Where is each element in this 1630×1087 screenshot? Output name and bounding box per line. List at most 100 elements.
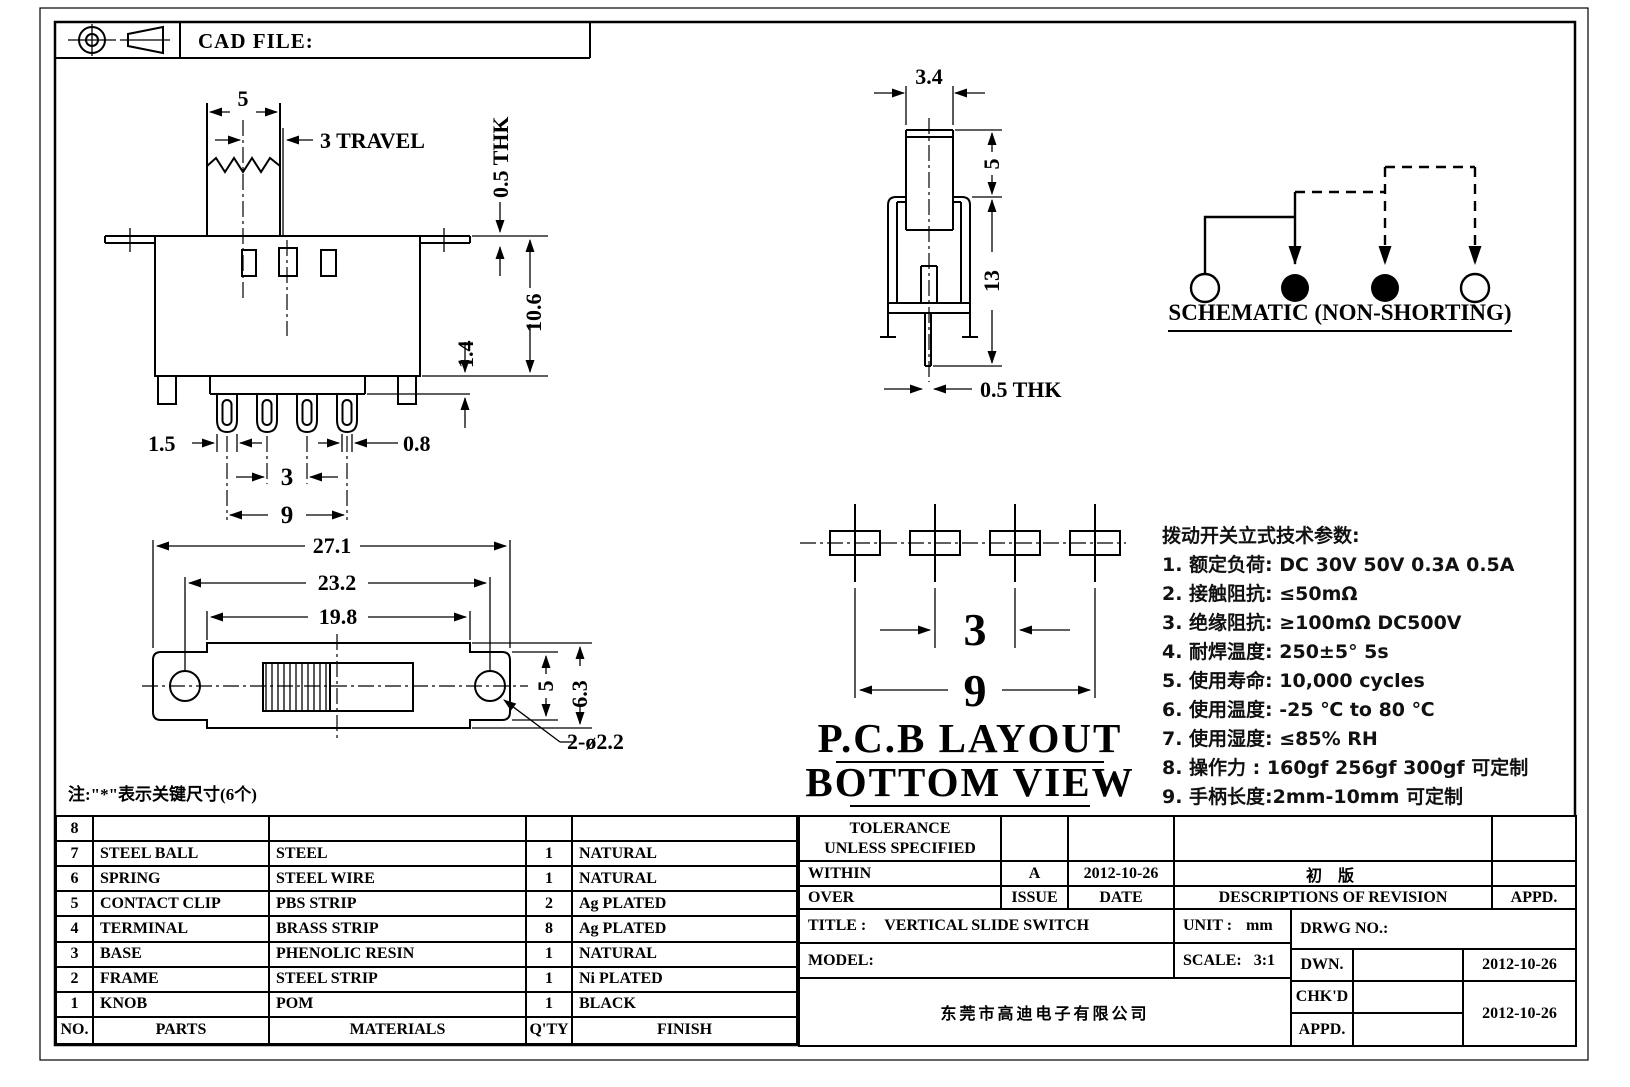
tech-param-item: 3. 绝缘阻抗: ≥100mΩ DC500V bbox=[1162, 612, 1462, 634]
tolerance-within: WITHIN bbox=[798, 860, 1002, 887]
parts-row-finish: NATURAL bbox=[573, 842, 796, 868]
chkd-date: 2012-10-26 bbox=[1462, 980, 1577, 1047]
tech-params-title: 拨动开关立式技术参数: bbox=[1162, 525, 1360, 547]
dim-body-height: 10.6 bbox=[521, 294, 546, 333]
parts-row-no: 1 bbox=[57, 992, 94, 1018]
parts-row-finish: NATURAL bbox=[573, 867, 796, 893]
dim-top-overall: 27.1 bbox=[313, 533, 352, 558]
tech-param-item: 4. 耐焊温度: 250±5° 5s bbox=[1162, 641, 1389, 663]
parts-row-qty: 8 bbox=[527, 917, 573, 943]
parts-row-part: FRAME bbox=[94, 967, 270, 993]
tolerance-line2: UNLESS SPECIFIED bbox=[824, 839, 976, 857]
key-dimension-note: 注:"*"表示关键尺寸(6个) bbox=[68, 785, 257, 804]
dim-terminal-thk: 0.8 bbox=[403, 431, 431, 456]
revision-date: 2012-10-26 bbox=[1067, 860, 1175, 887]
dim-top-base: 19.8 bbox=[319, 604, 358, 629]
cad-file-label: CAD FILE: bbox=[198, 29, 314, 53]
title-value: VERTICAL SLIDE SWITCH bbox=[884, 917, 1090, 934]
empty-cell bbox=[1491, 860, 1577, 887]
parts-row-no: 5 bbox=[57, 892, 94, 918]
title-label: TITLE : bbox=[808, 917, 867, 934]
unit-label: UNIT : bbox=[1183, 917, 1233, 934]
dim-plate: 1.4 bbox=[453, 341, 478, 369]
dwn-label: DWN. bbox=[1290, 948, 1354, 982]
dim-top-height-outer: 6.3 bbox=[567, 680, 592, 708]
parts-row-material: PBS STRIP bbox=[270, 892, 527, 918]
pcb-layout-view: 3 9 P.C.B LAYOUT BOTTOM VIEW bbox=[800, 504, 1133, 807]
parts-row-part bbox=[94, 817, 270, 843]
parts-row-qty: 1 bbox=[527, 942, 573, 968]
parts-header-parts: PARTS bbox=[94, 1017, 270, 1043]
empty-cell bbox=[1067, 815, 1175, 862]
chkd-label: CHK'D bbox=[1290, 980, 1354, 1014]
tech-param-item: 7. 使用湿度: ≤85% RH bbox=[1162, 728, 1378, 750]
tech-param-item: 8. 操作力 : 160gf 256gf 300gf 可定制 bbox=[1162, 757, 1529, 779]
model-cell: MODEL: bbox=[798, 942, 1175, 979]
parts-row-no: 6 bbox=[57, 867, 94, 893]
parts-table: 8 7 STEEL BALL STEEL 1 NATURAL 6 SPRING … bbox=[55, 815, 798, 1045]
parts-row-finish: Ag PLATED bbox=[573, 892, 796, 918]
parts-row-qty: 1 bbox=[527, 967, 573, 993]
dim-pcb-pitch: 3 bbox=[964, 604, 987, 655]
tolerance-cell: TOLERANCE UNLESS SPECIFIED bbox=[798, 815, 1002, 862]
empty-cell bbox=[1352, 1012, 1464, 1047]
parts-row-finish: BLACK bbox=[573, 993, 796, 1018]
parts-row-part: CONTACT CLIP bbox=[94, 892, 270, 918]
empty-cell bbox=[1352, 980, 1464, 1014]
parts-row-part: BASE bbox=[94, 942, 270, 968]
dim-side-knob-width: 3.4 bbox=[915, 64, 943, 89]
parts-header-no: NO. bbox=[57, 1017, 94, 1043]
dwn-date: 2012-10-26 bbox=[1462, 948, 1577, 982]
dim-span: 9 bbox=[281, 502, 294, 529]
parts-row-material: STEEL WIRE bbox=[270, 867, 527, 893]
unit-value: mm bbox=[1246, 917, 1273, 934]
parts-row-material: STEEL bbox=[270, 842, 527, 868]
front-view: 5 3 TRAVEL bbox=[104, 86, 548, 529]
tech-param-item: 1. 额定负荷: DC 30V 50V 0.3A 0.5A bbox=[1162, 554, 1515, 576]
scale-value: 3:1 bbox=[1253, 951, 1276, 969]
appd-label: APPD. bbox=[1491, 885, 1577, 910]
parts-row-part: TERMINAL bbox=[94, 917, 270, 943]
revision-issue: A bbox=[1000, 860, 1069, 887]
tech-param-item: 2. 接触阻抗: ≤50mΩ bbox=[1162, 583, 1358, 605]
projection-symbol-icon bbox=[68, 24, 170, 56]
parts-row-no: 4 bbox=[57, 917, 94, 943]
parts-row-material: BRASS STRIP bbox=[270, 917, 527, 943]
parts-row-qty: 1 bbox=[527, 842, 573, 868]
tolerance-over: OVER bbox=[798, 885, 1002, 910]
scale-label: SCALE: bbox=[1183, 951, 1242, 969]
parts-header-materials: MATERIALS bbox=[270, 1017, 527, 1043]
parts-row-part: SPRING bbox=[94, 867, 270, 893]
dim-flange-thk: 0.5 THK bbox=[488, 116, 513, 198]
tolerance-line1: TOLERANCE bbox=[849, 819, 951, 837]
empty-cell bbox=[1000, 815, 1069, 862]
unit-cell: UNIT : mm bbox=[1173, 908, 1292, 944]
dim-terminal-width: 1.5 bbox=[148, 431, 176, 456]
date-label: DATE bbox=[1067, 885, 1175, 910]
dim-hole-note: 2-ø2.2 bbox=[567, 729, 624, 754]
parts-row-material: STEEL STRIP bbox=[270, 967, 527, 993]
scale-cell: SCALE: 3:1 bbox=[1173, 942, 1292, 979]
tech-param-item: 9. 手柄长度:2mm-10mm 可定制 bbox=[1162, 786, 1464, 808]
parts-row-material: POM bbox=[270, 992, 527, 1018]
parts-header-qty: Q'TY bbox=[527, 1017, 573, 1043]
parts-row-qty: 1 bbox=[527, 867, 573, 893]
title-block: TOLERANCE UNLESS SPECIFIED WITHIN A 2012… bbox=[798, 815, 1577, 1047]
schematic-view: SCHEMATIC (NON-SHORTING) bbox=[1168, 165, 1512, 332]
parts-row-no: 3 bbox=[57, 942, 94, 968]
parts-row-finish: NATURAL bbox=[573, 943, 796, 968]
parts-row-finish: Ni PLATED bbox=[573, 968, 796, 993]
drwg-no-cell: DRWG NO.: bbox=[1290, 908, 1577, 950]
top-view: 27.1 23.2 19.8 5 6.3 2-ø2.2 bbox=[142, 533, 624, 754]
parts-header-finish: FINISH bbox=[656, 1021, 713, 1039]
empty-cell bbox=[1352, 948, 1464, 982]
dim-travel: 3 TRAVEL bbox=[320, 128, 425, 153]
parts-row-part: KNOB bbox=[94, 992, 270, 1018]
dim-side-knob-height: 5 bbox=[979, 159, 1004, 170]
schematic-caption: SCHEMATIC (NON-SHORTING) bbox=[1168, 300, 1511, 325]
issue-label: ISSUE bbox=[1000, 885, 1069, 910]
dim-side-body-height: 13 bbox=[979, 270, 1004, 292]
empty-cell bbox=[1491, 815, 1577, 862]
